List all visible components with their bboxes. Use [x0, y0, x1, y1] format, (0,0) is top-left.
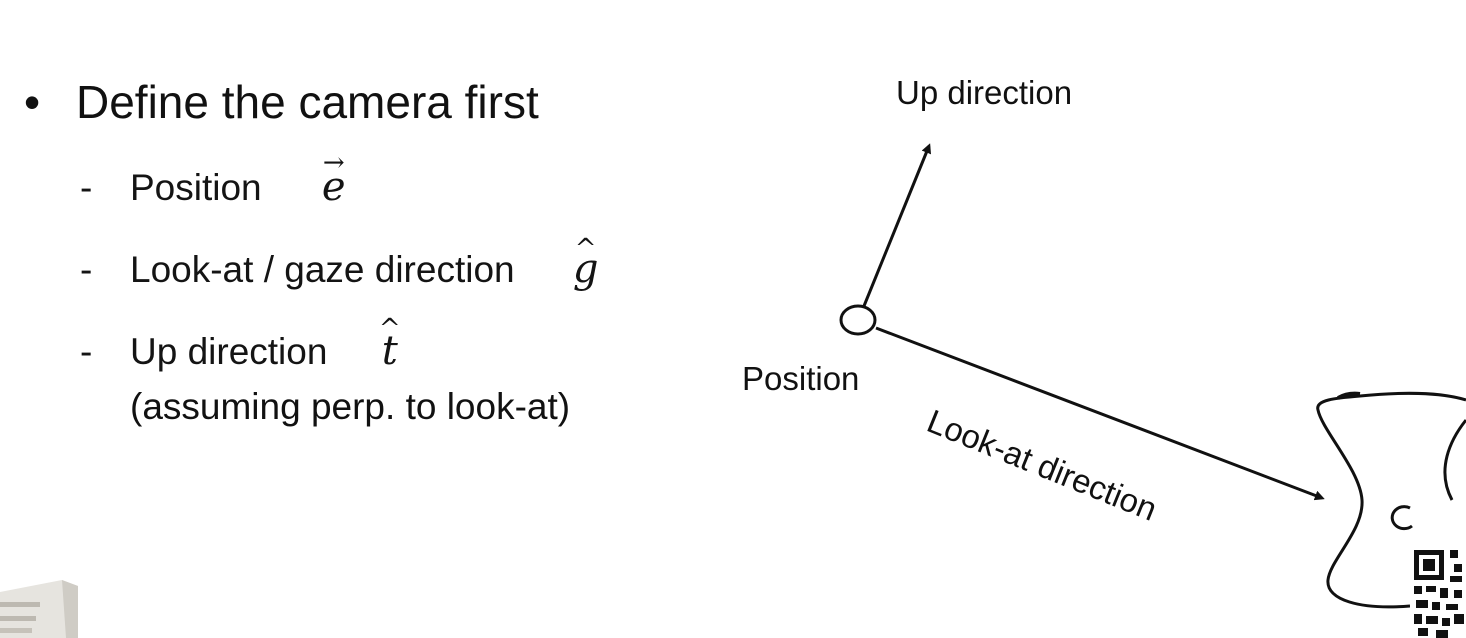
sub-item-label: Position — [130, 167, 262, 208]
vector-g-symbol: ^ g — [572, 236, 599, 292]
up-direction-arrow — [862, 143, 931, 307]
dash-marker: - — [80, 331, 93, 372]
object-shape-notch — [1337, 391, 1361, 400]
dash-marker: - — [80, 167, 93, 208]
sub-item-label: Look-at / gaze direction — [130, 249, 515, 290]
sub-item-position: -Position → e — [80, 150, 346, 211]
sub-item-note: (assuming perp. to look-at) — [130, 386, 571, 427]
corner-thumbnail-image — [0, 578, 80, 638]
hat-accent: ^ — [574, 234, 597, 264]
bullet-dot: • — [24, 76, 41, 128]
object-shape-outline — [1316, 391, 1466, 609]
vector-arrow-accent: → — [322, 148, 345, 178]
symbol-letter: g — [572, 246, 599, 292]
object-small-circle — [1390, 505, 1413, 531]
vector-e-symbol: → e — [321, 150, 346, 210]
bullet-main-text: Define the camera first — [76, 76, 539, 128]
hat-accent: ^ — [378, 314, 401, 344]
sub-item-gaze: -Look-at / gaze direction ^ g — [80, 236, 599, 293]
bullet-main: • Define the camera first — [24, 72, 539, 132]
symbol-letter: t — [381, 328, 398, 374]
vector-t-symbol: ^ t — [379, 316, 401, 374]
up-direction-label: Up direction — [896, 74, 1073, 111]
symbol-letter: e — [321, 164, 346, 210]
position-label: Position — [742, 360, 860, 397]
sub-item-label: Up direction — [130, 331, 328, 372]
sub-item-up: -Up direction ^ t — [80, 316, 401, 375]
object-shape-inner-curve — [1443, 419, 1466, 501]
lookat-direction-arrow — [875, 326, 1325, 501]
camera-position-circle — [839, 304, 877, 336]
qr-code-icon — [1410, 542, 1466, 638]
dash-marker: - — [80, 249, 93, 290]
